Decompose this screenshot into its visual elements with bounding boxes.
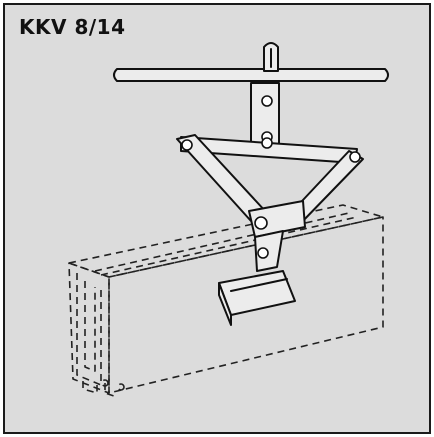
jaw-neck — [254, 230, 284, 272]
center-pivot — [261, 137, 273, 149]
hinge-bolt — [254, 216, 268, 230]
clamp-shoe — [218, 270, 296, 316]
block-end-face — [68, 262, 110, 394]
spindle-bolt-top — [261, 95, 273, 107]
handle-bar — [113, 68, 389, 82]
jaw-assembly — [218, 200, 306, 326]
block-front-face — [108, 216, 384, 394]
clamp-shoe-groove — [230, 278, 288, 292]
left-arm-pivot — [181, 139, 193, 151]
right-arm-pivot — [349, 151, 361, 163]
block-top-slot — [94, 212, 358, 276]
block-hole-1 — [101, 379, 109, 387]
block-channel-inner — [84, 281, 96, 372]
jaw-bolt — [257, 247, 269, 259]
clamp-illustration — [68, 42, 389, 398]
figure-title: KKV 8/14 — [19, 15, 126, 39]
block-hole-2 — [117, 383, 125, 391]
spindle — [250, 82, 280, 146]
block-channel-outer — [76, 273, 102, 386]
figure-frame: KKV 8/14 — [3, 3, 431, 434]
t-handle — [113, 42, 389, 82]
clamp-shoe-front — [218, 282, 232, 326]
